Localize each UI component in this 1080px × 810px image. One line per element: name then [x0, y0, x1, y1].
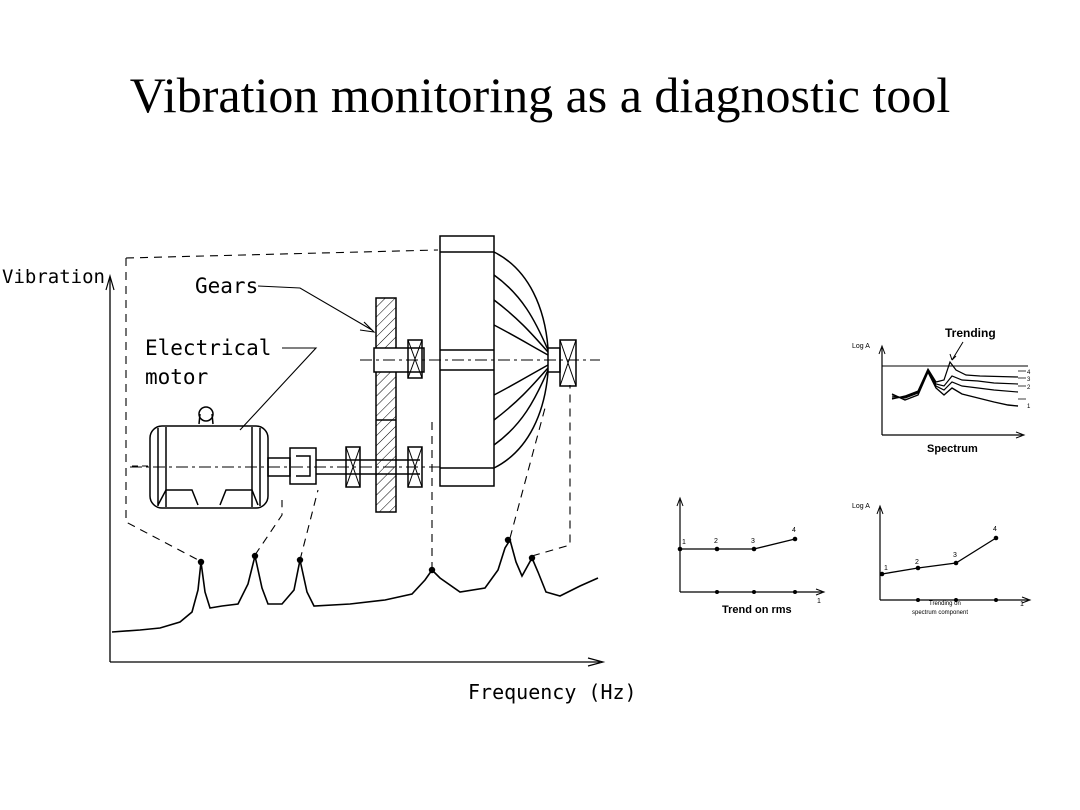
rms-label-4: 4: [792, 527, 796, 534]
component-point-2: [915, 565, 921, 571]
shaft-and-coupling: [130, 446, 440, 488]
spectrum-curve-label-2: 2: [1027, 385, 1031, 391]
frequency-axis-label: Frequency (Hz): [468, 680, 637, 704]
spectrum-curve-4: [891, 360, 1019, 400]
component-label-1: 1: [884, 565, 888, 572]
spectrum-curve-label-4: 4: [1027, 370, 1031, 376]
slide-title: Vibration monitoring as a diagnostic too…: [129, 67, 951, 123]
gears-label: Gears: [195, 274, 258, 298]
spectrum-curve-2: [891, 369, 1019, 399]
frequency-axis-arrow: [587, 657, 606, 667]
vibration-axis-arrow: [105, 273, 115, 291]
component-x-axis-label-line2: spectrum component: [912, 610, 968, 616]
component-label-3: 3: [953, 552, 957, 559]
rms-x-axis-label: Trend on rms: [722, 604, 792, 616]
trending-pointer: [951, 341, 964, 361]
rms-point-2: [714, 546, 720, 552]
spectrum-curve-label-1: 1: [1027, 404, 1031, 410]
rms-x-tick: 1: [817, 598, 821, 605]
rms-trend-line: [680, 538, 796, 550]
machine-diagram: [105, 235, 606, 667]
rms-point-3: [751, 546, 757, 552]
spectrum-x-axis-label: Spectrum: [927, 443, 978, 455]
gear: [360, 297, 600, 513]
component-label-4: 4: [993, 526, 997, 533]
dashed-guides: [125, 249, 571, 570]
component-point-1: [879, 571, 885, 577]
spectrum-y-axis-label: Log A: [852, 343, 870, 350]
spectrum-curve-label-3: 3: [1027, 377, 1031, 383]
motor-label-line1: Electrical: [145, 336, 271, 360]
electrical-motor: [132, 406, 269, 509]
component-x-axis-label-line1: Trending on: [929, 601, 961, 607]
vibration-spectrum-curve: [111, 538, 599, 633]
spectrum-chart-title: Trending: [945, 326, 996, 340]
motor-label-line2: motor: [145, 365, 208, 389]
vibration-axis-label: Vibration: [2, 266, 105, 288]
rms-label-1: 1: [682, 539, 686, 546]
component-point-3: [953, 560, 959, 566]
spectrum-curve-3: [891, 368, 1019, 399]
motor-leader-line: [239, 347, 318, 431]
component-y-axis-label: Log A: [852, 503, 870, 510]
rms-trend-points: [677, 536, 798, 594]
rms-point-1: [677, 546, 683, 552]
component-trend-points: [879, 535, 999, 602]
spectrum-curve-1: [891, 370, 1019, 407]
component-point-4: [993, 535, 999, 541]
gears-leader-line: [257, 285, 373, 331]
rms-trend-chart: [676, 496, 826, 596]
rms-label-2: 2: [714, 538, 718, 545]
peak-markers: [197, 536, 536, 574]
rms-label-3: 3: [751, 538, 755, 545]
spectrum-trending-chart: [878, 341, 1028, 439]
impeller: [439, 235, 577, 487]
component-trend-line: [881, 537, 997, 575]
component-x-tick: 1: [1020, 601, 1024, 608]
rms-point-4: [792, 536, 798, 542]
component-label-2: 2: [915, 559, 919, 566]
